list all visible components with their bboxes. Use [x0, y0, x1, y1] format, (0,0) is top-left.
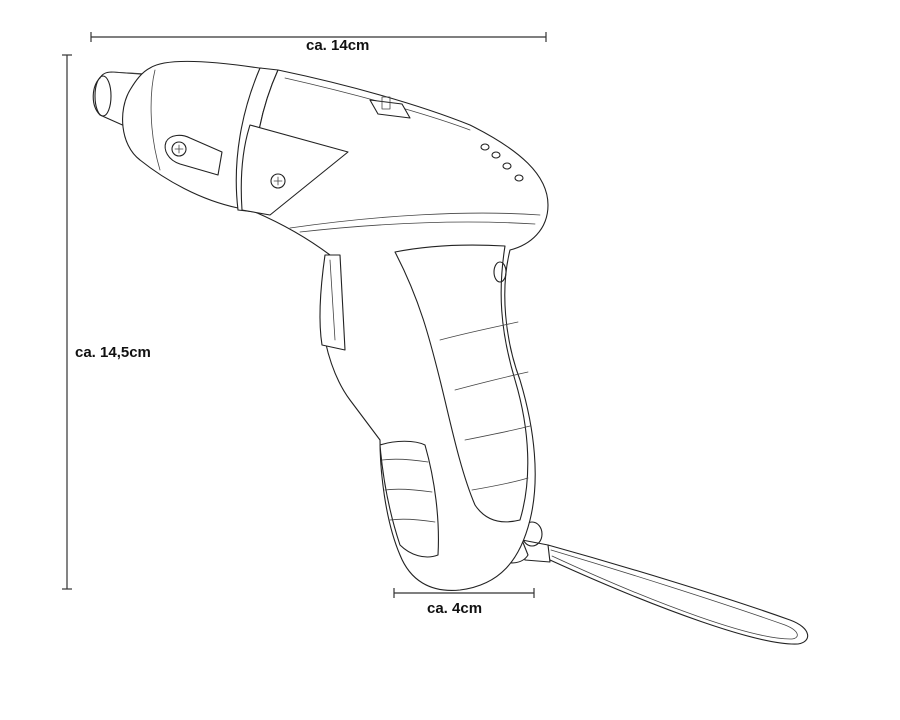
width-dimension-label: ca. 14cm: [306, 37, 370, 54]
grip-right: [394, 244, 531, 523]
grip-left: [379, 440, 439, 558]
grip-dimension-label: ca. 4cm: [427, 600, 483, 617]
dimension-width-line: [90, 32, 547, 42]
height-dimension-label: ca. 14,5cm: [75, 344, 151, 361]
side-panel: [240, 124, 349, 216]
wrist-strap: [499, 521, 809, 645]
trigger: [319, 254, 346, 351]
front-housing: [122, 60, 273, 209]
dimension-height-line: [62, 54, 72, 590]
dimension-grip-line: [393, 588, 535, 598]
screw-icon: [270, 173, 286, 189]
screw-icon: [171, 141, 187, 157]
